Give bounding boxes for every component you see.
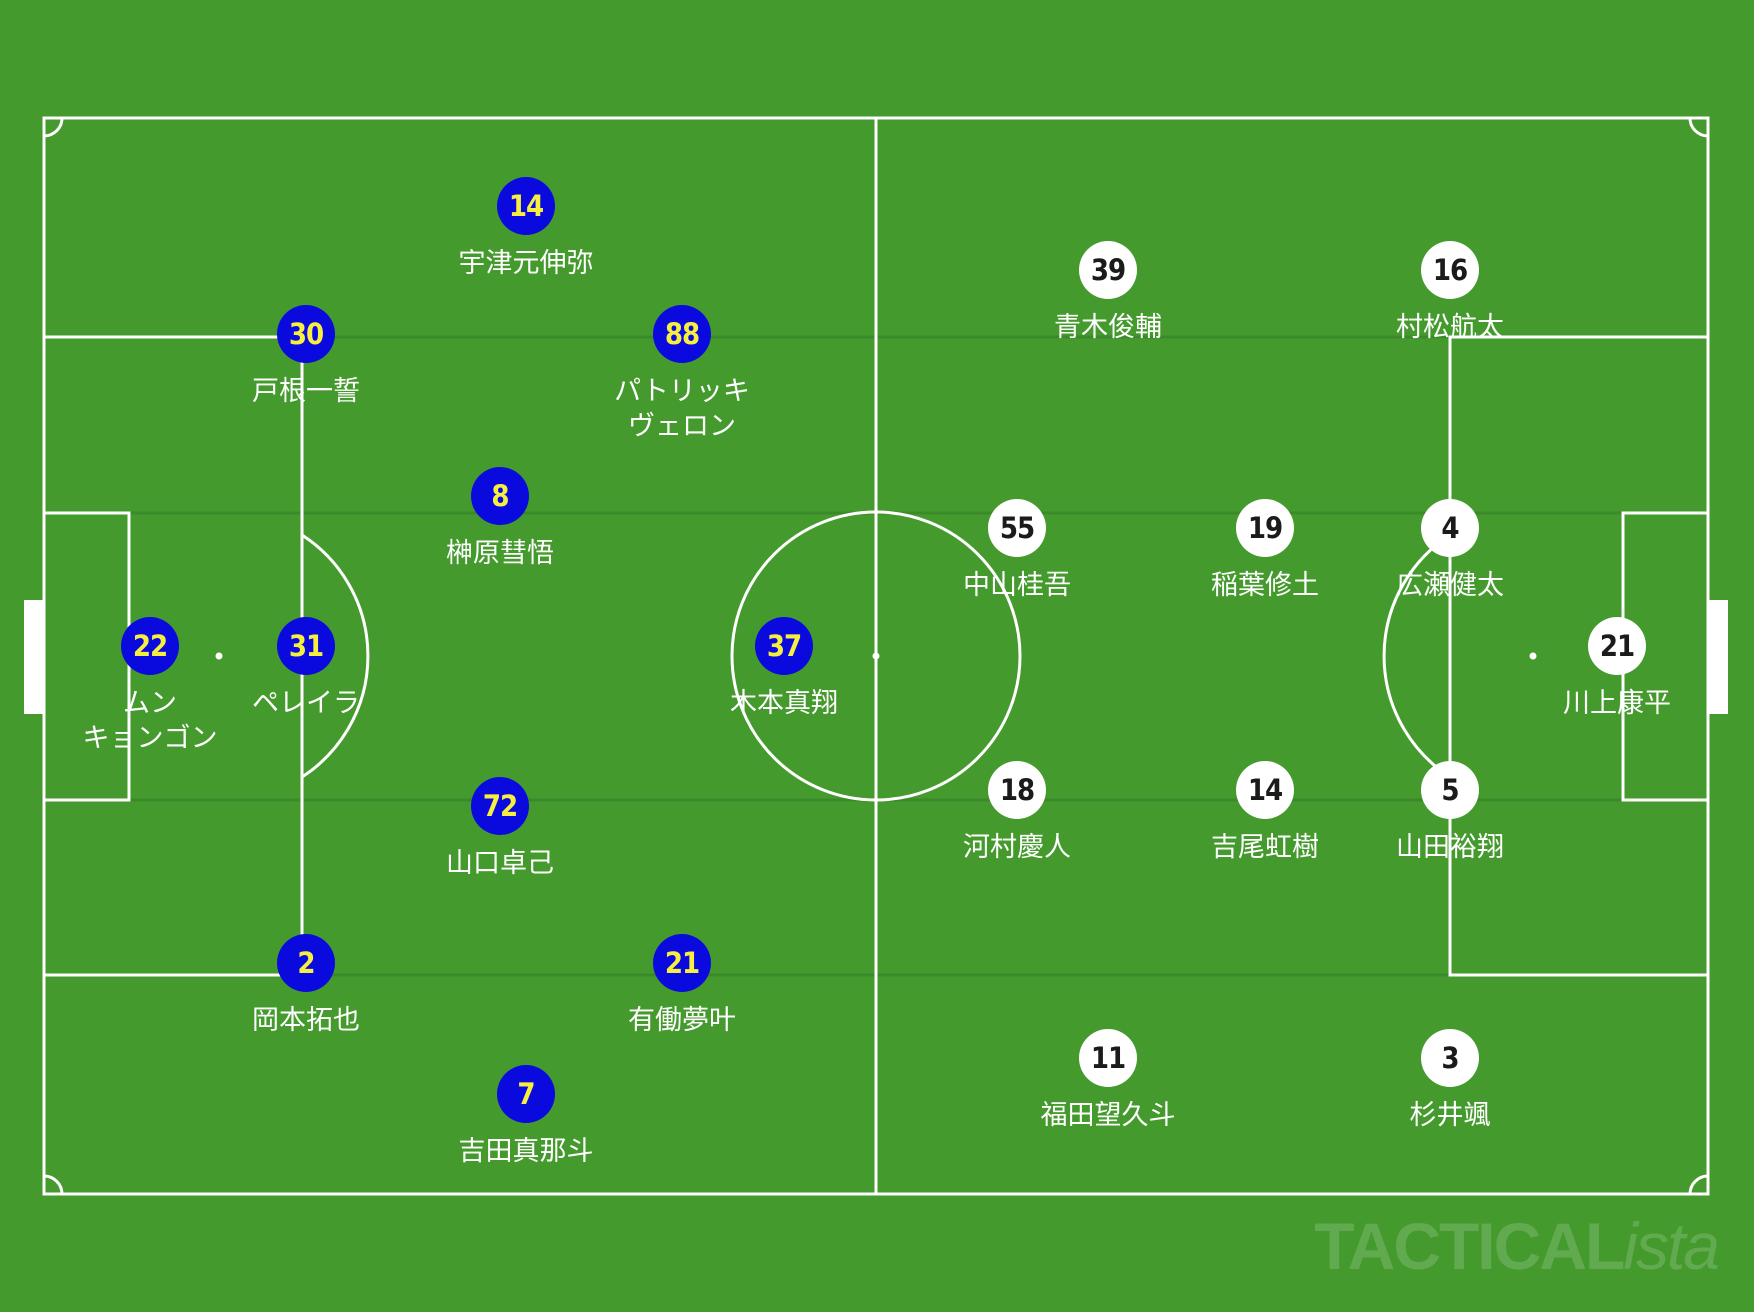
player-name: 岡本拓也 [252,1005,360,1036]
player-name: 福田望久斗 [1040,1100,1176,1131]
jersey-number-badge: 30 [277,305,335,363]
jersey-number-badge: 5 [1421,761,1479,819]
player-name: 榊原彗悟 [446,538,554,569]
jersey-number-badge: 16 [1421,241,1479,299]
left-penalty-spot [215,652,223,660]
jersey-number-badge: 14 [1236,761,1294,819]
player-name: 杉井颯 [1409,1100,1491,1131]
player-name: 木本真翔 [730,688,838,719]
jersey-number-badge: 21 [1588,617,1646,675]
left-goal [24,600,44,714]
watermark-suffix: ista [1623,1209,1720,1283]
jersey-number-badge: 37 [755,617,813,675]
player-name: 吉尾虹樹 [1211,832,1319,863]
pitch-marks [24,600,1728,714]
jersey-number-badge: 14 [497,177,555,235]
center-circle [730,510,1022,802]
jersey-number-badge: 19 [1236,499,1294,557]
jersey-number-badge: 8 [471,467,529,525]
jersey-number-badge: 18 [988,761,1046,819]
player-name: 山口卓己 [446,848,554,879]
player-name: 青木俊輔 [1054,312,1162,343]
player-name: 有働夢叶 [628,1005,736,1036]
jersey-number-badge: 3 [1421,1029,1479,1087]
player-name: パトリッキ ヴェロン [614,376,750,442]
jersey-number-badge: 11 [1079,1029,1137,1087]
watermark-text: TACTICAL [1314,1209,1625,1283]
corner-arc [43,117,64,138]
corner-arc [43,1174,64,1195]
jersey-number-badge: 55 [988,499,1046,557]
player-name: 山田裕翔 [1396,832,1504,863]
jersey-number-badge: 31 [277,617,335,675]
left-penalty-arc [301,533,370,779]
player-name: ムン キョンゴン [82,688,218,754]
tacticalista-watermark: TACTICALista [1314,1208,1720,1284]
player-name: 中山桂吾 [963,570,1071,601]
player-name: 吉田真那斗 [458,1136,594,1167]
right-penalty-arc [1382,533,1451,779]
jersey-number-badge: 7 [497,1065,555,1123]
player-name: 広瀬健太 [1396,570,1504,601]
jersey-number-badge: 21 [653,934,711,992]
player-name: ペレイラ [252,688,360,719]
player-name: 稲葉修土 [1211,570,1319,601]
player-name: 宇津元伸弥 [458,248,594,279]
player-name: 河村慶人 [963,832,1071,863]
center-spot [872,652,880,660]
jersey-number-badge: 4 [1421,499,1479,557]
player-name: 村松航太 [1396,312,1504,343]
player-name: 戸根一誓 [252,376,360,407]
player-name: 川上康平 [1563,688,1671,719]
jersey-number-badge: 39 [1079,241,1137,299]
right-penalty-spot [1529,652,1537,660]
jersey-number-badge: 72 [471,777,529,835]
jersey-number-badge: 2 [277,934,335,992]
jersey-number-badge: 88 [653,305,711,363]
jersey-number-badge: 22 [121,617,179,675]
corner-arc [1688,1174,1709,1195]
right-goal [1708,600,1728,714]
corner-arc [1688,117,1709,138]
right-penalty-area [1448,335,1708,977]
